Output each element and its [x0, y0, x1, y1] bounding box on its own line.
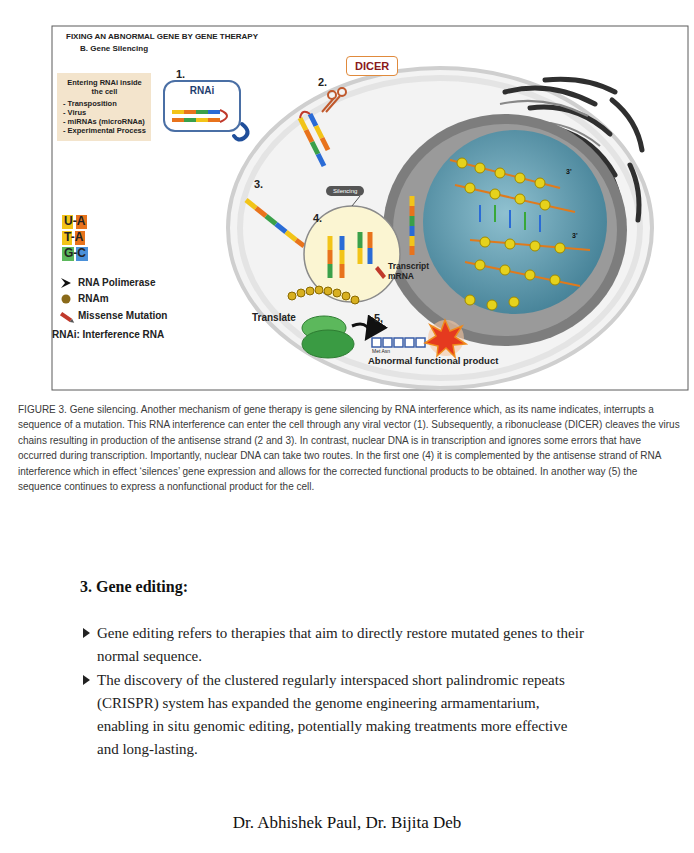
- amino-acid-label: Met Asn: [372, 349, 390, 355]
- entry-routes-box: Entering RNAi inside the cell - Transposi…: [57, 73, 151, 141]
- callout-number: 5,: [374, 312, 383, 325]
- base-pair-tile: T-A: [62, 231, 85, 245]
- callout-number: 4.: [313, 212, 322, 225]
- callout-number: 3.: [254, 178, 263, 191]
- legend-text: RNA Polimerase: [78, 277, 155, 289]
- bullet-text: The discovery of the clustered regularly…: [97, 669, 587, 761]
- silencing-pill: Silencing: [326, 186, 364, 196]
- legend-text: RNAi: Interference RNA: [52, 329, 164, 341]
- node-text: DICER: [355, 60, 389, 72]
- node-text: - miRNAs (microRNAa): [63, 117, 146, 126]
- base-pair-tile: G-C: [62, 247, 88, 261]
- node-text: - Experimental Process: [63, 126, 146, 135]
- node-text: Silencing: [333, 188, 357, 194]
- rnai-capsule: RNAi: [163, 80, 241, 132]
- base-pair-tile: U-A: [62, 215, 87, 229]
- author-footer: Dr. Abhishek Paul, Dr. Bijita Deb: [0, 813, 694, 833]
- legend-text: RNAm: [78, 293, 109, 305]
- figure-caption: FIGURE 3. Gene silencing. Another mechan…: [18, 402, 682, 494]
- dicer-balloon: DICER: [346, 56, 398, 76]
- step-label: Translate: [252, 312, 296, 324]
- transcript-label: Transcript mRNA: [388, 262, 440, 282]
- node-text: Entering RNAi inside the cell: [63, 78, 146, 96]
- node-text: - Transposition: [63, 99, 146, 108]
- node-text: - Virus: [63, 108, 146, 117]
- callout-number: 2.: [318, 76, 327, 89]
- callout-number: 1.: [176, 68, 185, 81]
- legend-text: Missense Mutation: [78, 310, 167, 322]
- section-heading: 3. Gene editing:: [80, 578, 188, 596]
- strand-end-label: 3': [572, 232, 578, 240]
- strand-end-label: 3': [566, 168, 572, 176]
- figure-title: FIXING AN ABNORMAL GENE BY GENE THERAPY: [66, 32, 258, 41]
- node-text: RNAi: [165, 85, 239, 96]
- bullet-text: Gene editing refers to therapies that ai…: [97, 622, 627, 668]
- product-label: Abnormal functional product: [368, 356, 498, 367]
- panel-subtitle: B. Gene Silencing: [80, 44, 148, 53]
